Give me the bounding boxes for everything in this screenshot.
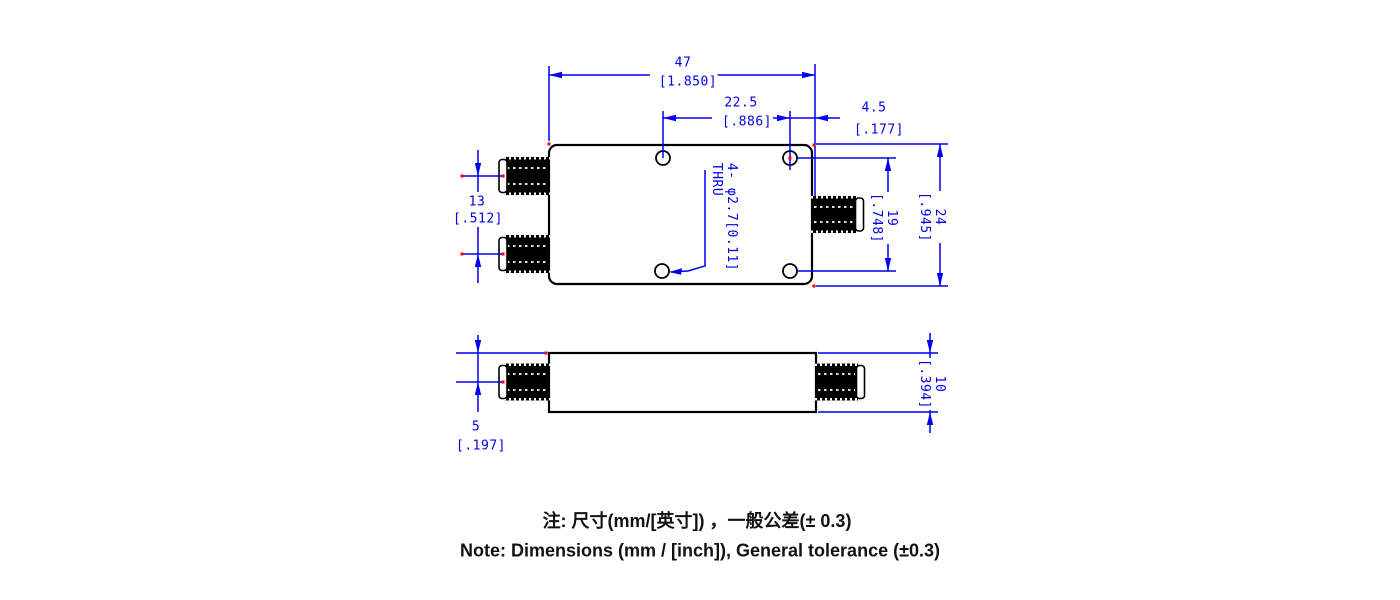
dim-hole-edge-offset-mm: 4.5: [860, 100, 888, 116]
dim-body-width-lines: [548, 64, 816, 196]
dim-body-height: 10 [.394]: [917, 358, 947, 410]
sma-port-side-left: [498, 363, 550, 401]
dim-hole-spacing-y-inch: [.748]: [869, 193, 884, 243]
top-view-body: [547, 143, 814, 286]
sma-port-2: [498, 235, 550, 273]
dim-body-depth-mm: 24: [932, 208, 947, 226]
dim-hole-edge-offset-inch: [.177]: [853, 122, 905, 138]
sma-port-side-right: [815, 363, 866, 401]
note-english: Note: Dimensions (mm / [inch]), General …: [460, 540, 940, 561]
note-chinese: 注: 尺寸(mm/[英寸]) ，一般公差(± 0.3): [542, 511, 852, 531]
dim-body-height-mm: 10: [932, 375, 947, 393]
mounting-hole-br: [782, 263, 798, 279]
dim-hole-spacing-x-mm: 22.5: [723, 95, 759, 111]
dim-port-offset-mm: 5: [470, 419, 482, 435]
sma-port-output: [811, 196, 865, 233]
dim-body-width-mm: 47: [673, 55, 693, 71]
hole-callout-thru: THRU: [709, 162, 724, 197]
dim-port-spacing-inch: [.512]: [452, 211, 504, 227]
dimension-arrowheads: [474, 71, 944, 425]
dim-hole-spacing-x-inch: [.886]: [721, 114, 773, 130]
dim-body-depth: 24 [.945]: [917, 191, 947, 243]
hole-callout-size: 4- φ2.7[0.11]: [724, 162, 739, 272]
dim-body-width-inch: [1.850]: [657, 74, 719, 90]
datum-markers: [460, 142, 816, 384]
mounting-hole-bl: [654, 263, 670, 279]
dim-body-depth-inch: [.945]: [917, 192, 932, 242]
side-view-body: [547, 351, 818, 414]
dim-port-spacing-mm: 13: [467, 194, 487, 210]
dim-port-offset-inch: [.197]: [455, 438, 507, 454]
hole-callout: 4- φ2.7[0.11] THRU: [709, 162, 739, 272]
sma-port-1: [498, 157, 550, 195]
dim-hole-spacing-y: 19 [.748]: [869, 192, 899, 244]
dim-body-height-inch: [.394]: [917, 359, 932, 409]
dim-hole-spacing-y-mm: 19: [884, 209, 899, 227]
